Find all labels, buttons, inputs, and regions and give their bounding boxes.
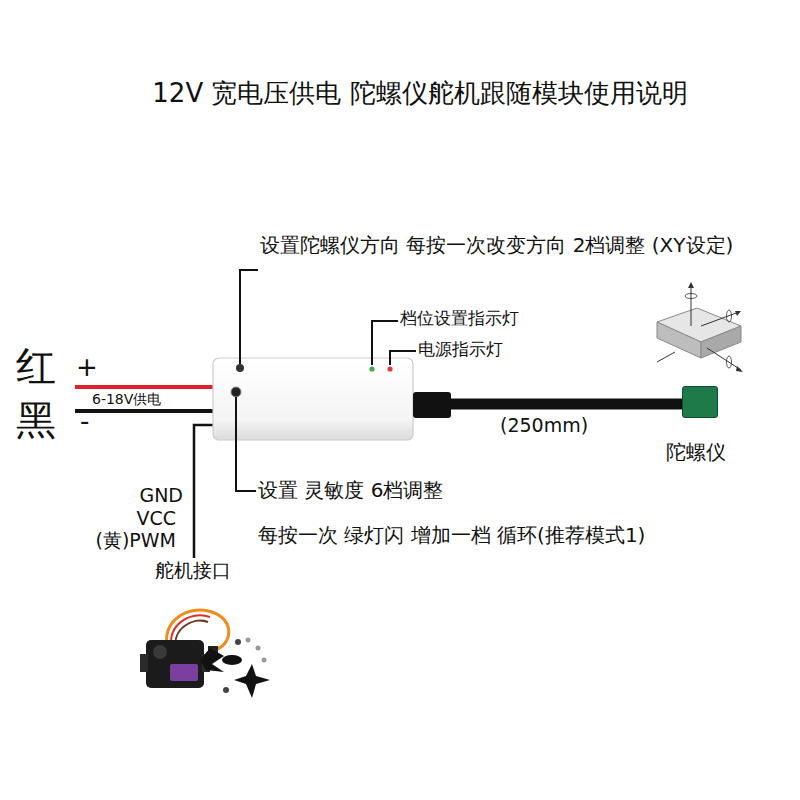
diagram-title: 12V 宽电压供电 陀螺仪舵机跟随模块使用说明 — [100, 78, 740, 109]
module-box — [213, 358, 413, 440]
servo-grommet — [223, 687, 229, 693]
leader-line — [240, 270, 258, 364]
mpu-side — [701, 326, 741, 358]
annotation-label: 设置陀螺仪方向 每按一次改变方向 2档调整 (XY设定) — [260, 231, 740, 259]
annotation-label: (黄)PWM — [0, 529, 176, 552]
gyro-chip — [682, 386, 718, 418]
annotation-label: 红 — [16, 342, 56, 390]
axis-head — [688, 282, 694, 288]
axis-head — [736, 366, 743, 372]
servo-screw — [262, 658, 267, 663]
servo-screw — [246, 638, 251, 643]
node-label: 陀螺仪 — [666, 440, 746, 464]
servo-sticker — [170, 664, 198, 681]
black-wire — [75, 409, 214, 413]
annotation-label: 档位设置指示灯 — [400, 308, 519, 328]
servo-horn — [200, 648, 224, 672]
annotation-label: GND — [0, 484, 183, 507]
mpu-illustration — [657, 282, 743, 372]
annotation-label: 设置 灵敏度 6档调整 — [258, 478, 443, 502]
annotation-label: - — [80, 406, 89, 437]
servo-illustration — [140, 610, 270, 698]
red-wire — [75, 385, 214, 389]
gyro-cable — [450, 399, 688, 410]
power-led — [387, 366, 392, 371]
annotation-label: 电源指示灯 — [418, 339, 503, 359]
rotation-mark — [727, 310, 732, 322]
servo-horn — [234, 664, 270, 698]
servo-screw — [256, 646, 261, 651]
annotation-label: (250mm) — [500, 414, 588, 437]
rotation-mark — [727, 356, 732, 368]
gear-led — [369, 366, 374, 371]
direction-button — [236, 364, 244, 372]
servo-tab — [140, 654, 148, 672]
sensitivity-button — [231, 387, 241, 397]
module-edge — [216, 431, 410, 432]
leader-line — [390, 351, 416, 365]
leader-line — [236, 397, 256, 491]
servo-body — [146, 640, 204, 688]
annotation-label: + — [76, 352, 98, 383]
gyro-sensor: 陀螺仪 — [666, 386, 746, 464]
cable-plug — [413, 392, 451, 418]
annotation-label: 舵机接口 — [155, 559, 231, 582]
annotation-label: 黑 — [16, 396, 56, 444]
axis-y — [701, 312, 739, 326]
servo-cable — [194, 425, 214, 558]
axis-x — [707, 348, 741, 370]
rotation-mark — [685, 294, 697, 299]
mpu-front — [657, 322, 701, 358]
axis-head — [735, 311, 741, 316]
annotation-label: 6-18V供电 — [92, 391, 161, 408]
axis-z — [691, 284, 692, 326]
annotation-label: VCC — [0, 507, 176, 530]
servo-horn — [222, 655, 242, 665]
axis-minus — [657, 352, 675, 362]
servo-gear — [153, 645, 167, 659]
leader-line — [372, 321, 398, 365]
servo-grommet — [235, 639, 241, 645]
annotation-label: 每按一次 绿灯闪 增加一档 循环(推荐模式1) — [258, 523, 645, 547]
